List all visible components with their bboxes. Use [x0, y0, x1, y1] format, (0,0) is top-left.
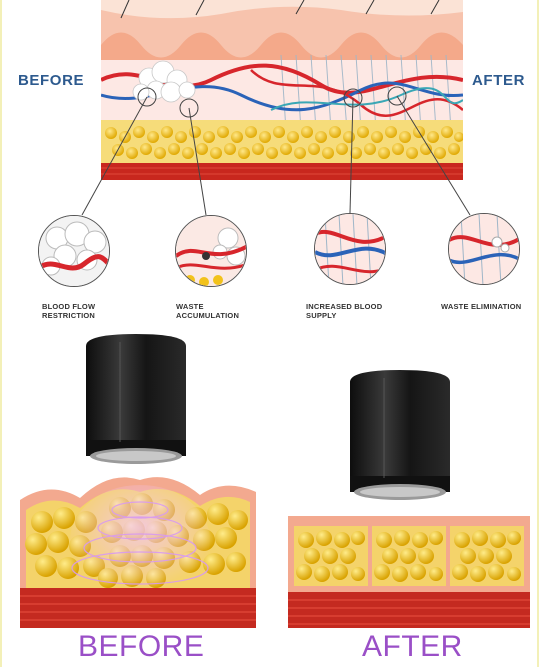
device-before: [86, 334, 186, 464]
tissue-panel-before: [20, 477, 256, 628]
callout-label-waste-elimination: WASTE ELIMINATION: [441, 302, 522, 311]
callout-blood-flow-restriction-image: [38, 215, 110, 287]
after-label-bottom: AFTER: [362, 630, 463, 663]
device-after: [350, 370, 450, 500]
callout-waste-elimination-image: [448, 213, 520, 285]
callout-waste-accumulation-image: [175, 215, 247, 287]
skin-cross-section-diagram: [101, 0, 463, 180]
callout-increased-blood-supply-image: [314, 213, 386, 285]
tissue-panel-after: [288, 516, 530, 628]
before-label-top: BEFORE: [18, 72, 85, 89]
after-label-top: AFTER: [472, 72, 525, 89]
before-label-bottom: BEFORE: [78, 630, 205, 663]
